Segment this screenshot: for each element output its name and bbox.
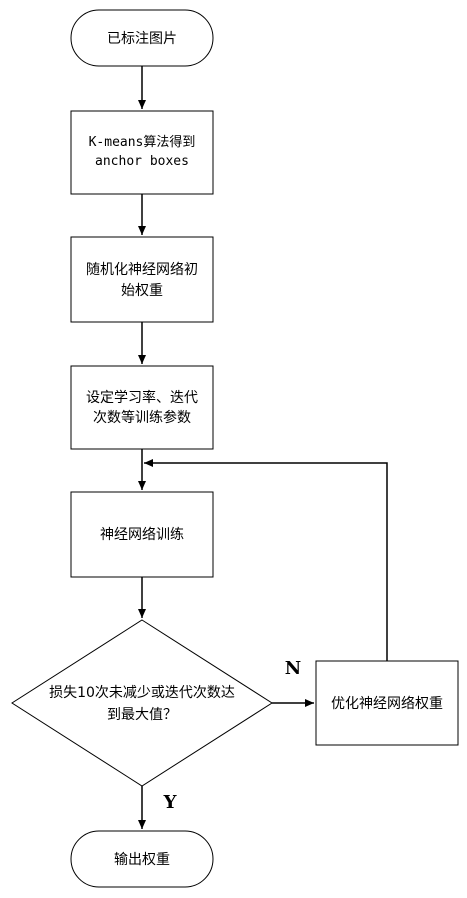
branch-label-yes: Y [163,792,178,813]
init-weights-line2: 始权重 [121,283,163,299]
optimize-node: 优化神经网络权重 [315,660,459,746]
start-node-label: 已标注图片 [107,31,177,47]
end-node-label: 输出权重 [114,852,170,868]
kmeans-node: K-means算法得到 anchor boxes [70,110,214,195]
train-node: 神经网络训练 [70,491,214,578]
decision-node: 损失10次未减少或迭代次数达 到最大值？ [11,619,273,787]
decision-node-line2: 到最大值？ [107,707,177,723]
init-weights-line1: 随机化神经网络初 [86,261,198,278]
init-weights-node: 随机化神经网络初 始权重 [70,236,214,323]
start-node: 已标注图片 [70,9,214,67]
optimize-node-label: 优化神经网络权重 [331,696,443,712]
end-node: 输出权重 [70,830,214,888]
train-node-label: 神经网络训练 [100,527,184,543]
kmeans-node-line2: anchor boxes [95,154,189,169]
params-node: 设定学习率、迭代 次数等训练参数 [70,365,214,450]
edge-optimize-loop-back [144,459,388,661]
params-node-line1: 设定学习率、迭代 [86,389,198,406]
branch-label-no: N [285,658,301,679]
params-node-line2: 次数等训练参数 [93,409,191,426]
kmeans-node-line1: K-means算法得到 [89,134,196,150]
decision-node-line1: 损失10次未减少或迭代次数达 [49,685,235,701]
